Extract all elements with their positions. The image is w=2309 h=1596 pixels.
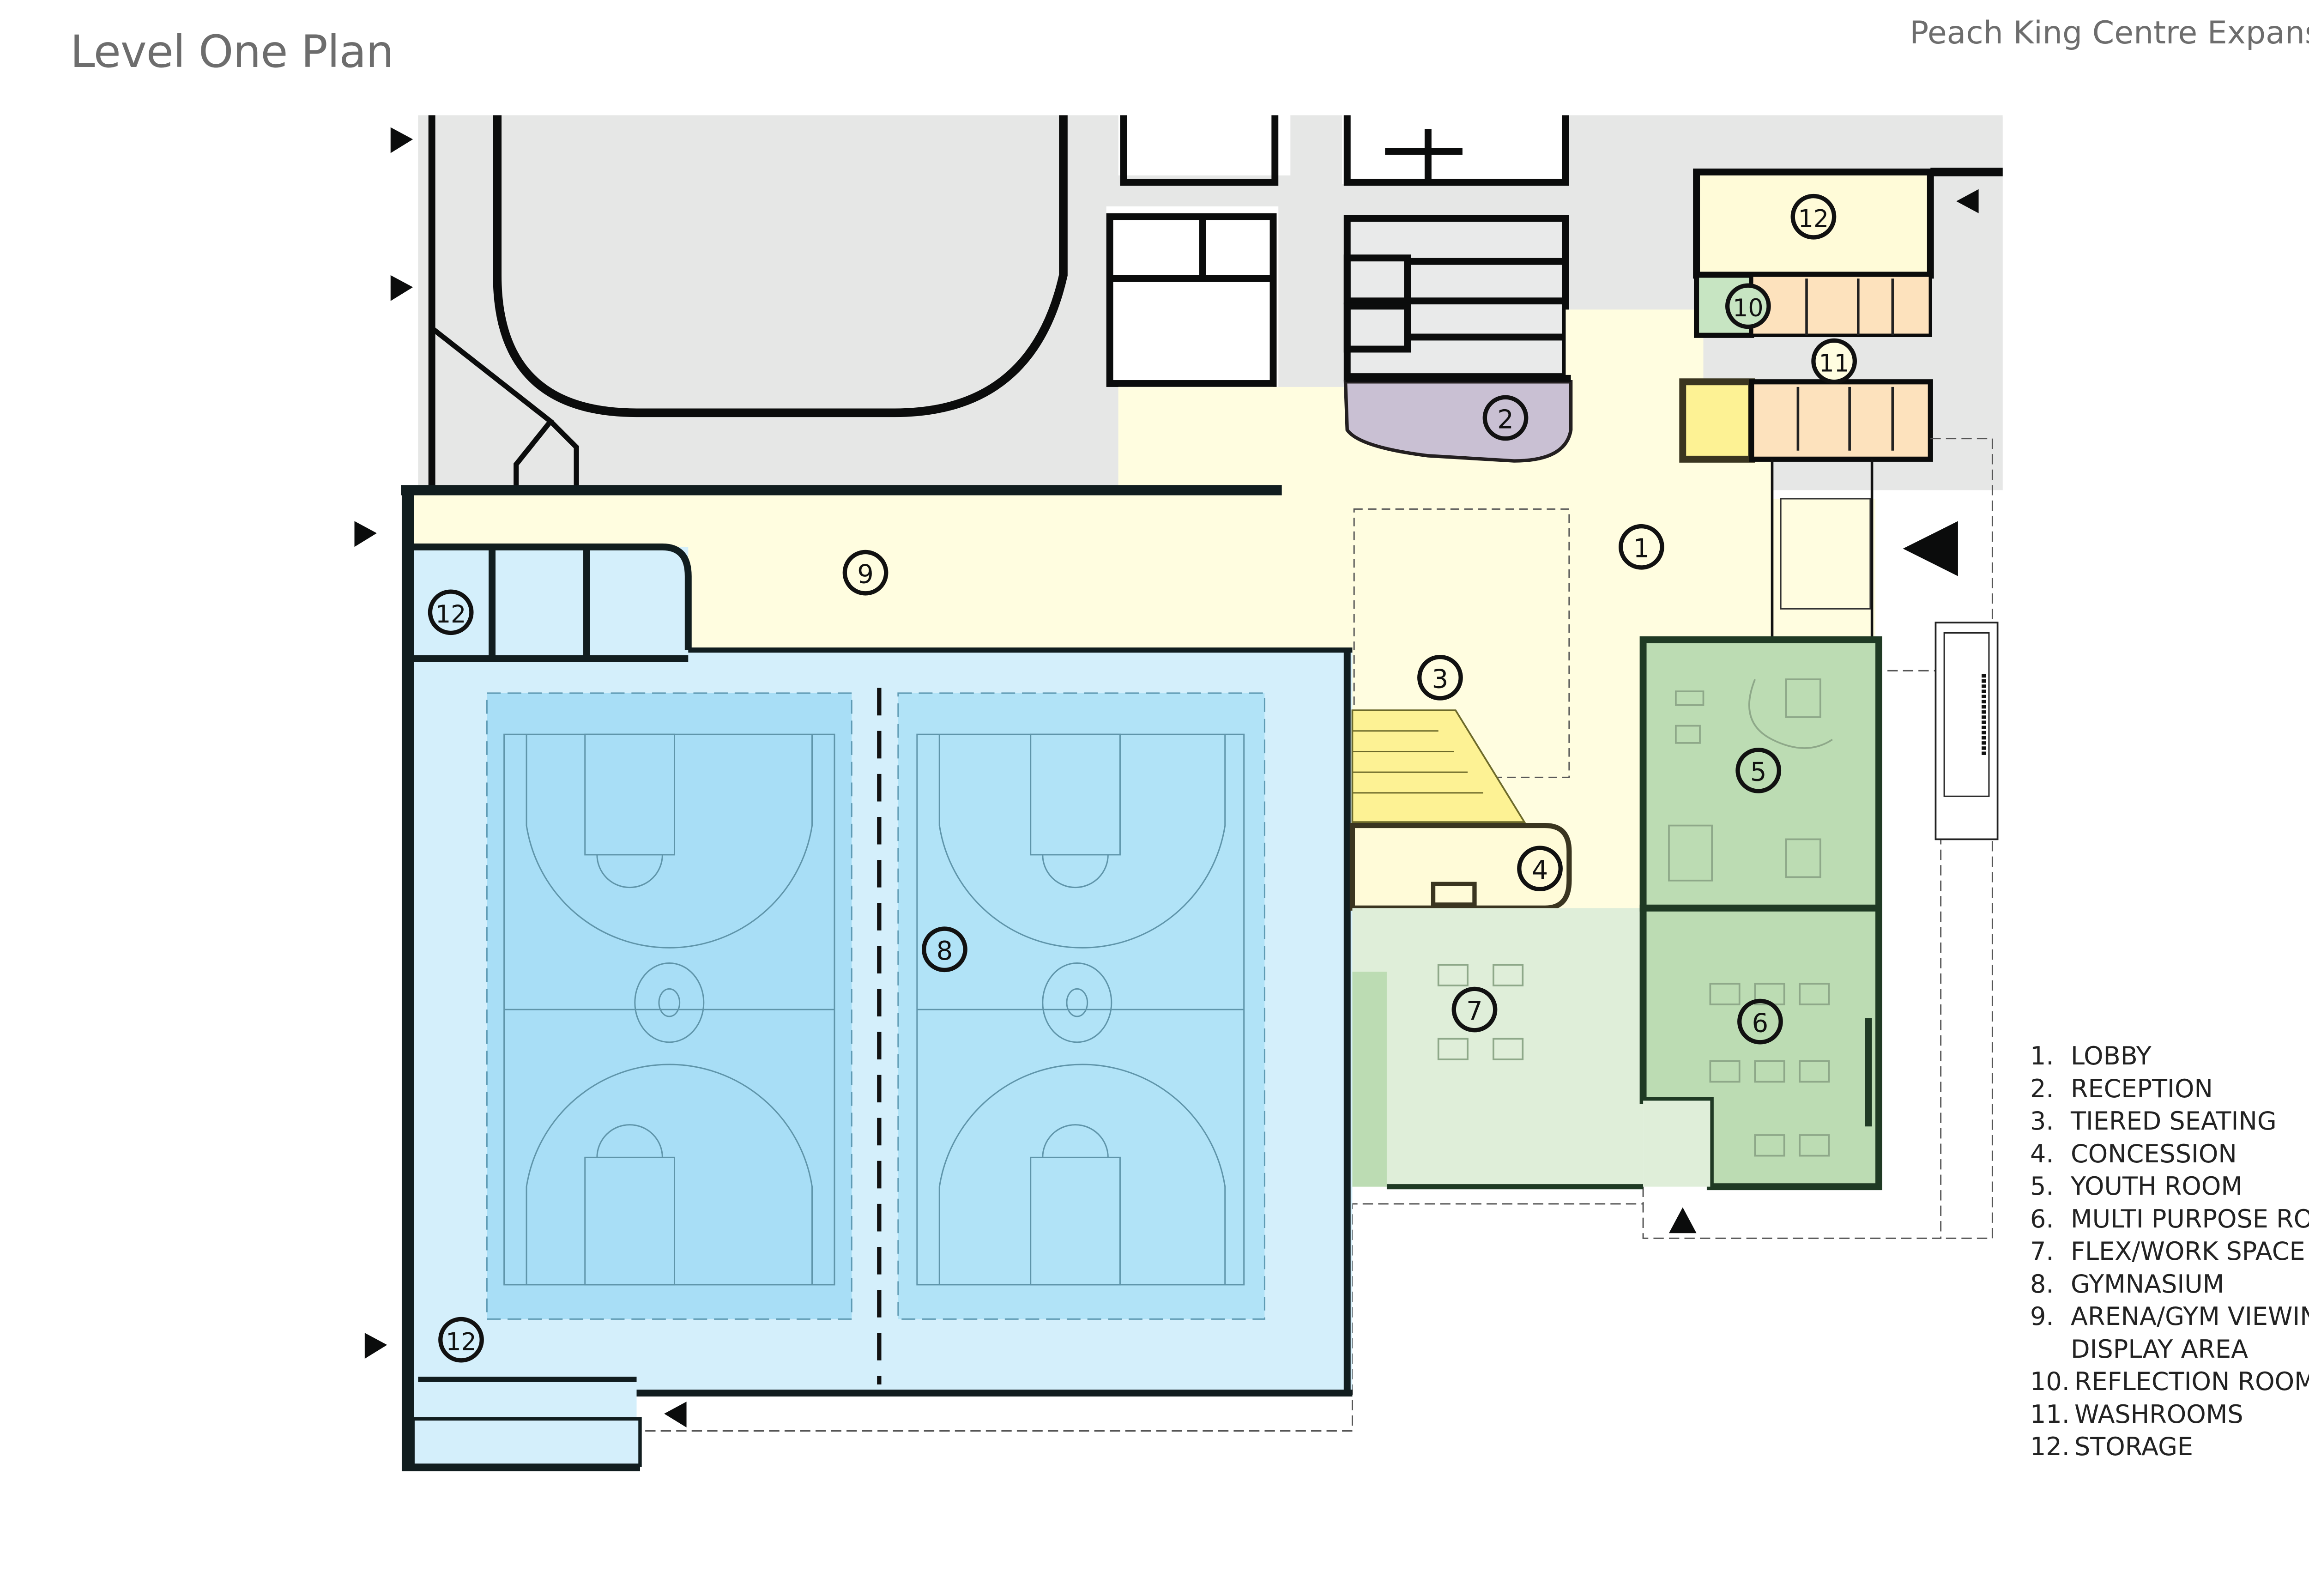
- svg-text:8: 8: [937, 936, 953, 966]
- svg-text:12: 12: [435, 601, 466, 629]
- project-info: Peach King Centre Expansion and Renovati…: [1910, 13, 2309, 94]
- existing-rooms: [1106, 115, 1569, 387]
- room-tag-5: 5: [1735, 748, 1782, 793]
- entrance-arrow-arena-upper: [390, 127, 413, 153]
- room-tag-3: 3: [1417, 654, 1463, 701]
- svg-text:9: 9: [857, 559, 874, 589]
- room-tag-7: 7: [1451, 986, 1498, 1033]
- room-tags: 1 2 3 4 5 6 7 8 9 10 11 12 12 12: [428, 193, 1857, 1363]
- concession: [1349, 823, 1572, 911]
- project-name: Peach King Centre Expansion and Renovati…: [1910, 15, 2309, 51]
- legend-item: 2.RECEPTION: [2030, 1074, 2213, 1103]
- legend-item: 12.STORAGE: [2030, 1432, 2194, 1461]
- room-tag-9: 9: [842, 550, 889, 596]
- entrance-arrow-multipurpose: [1668, 1207, 1697, 1233]
- room-tag-2: 2: [1482, 395, 1529, 441]
- legend-item: 10.REFLECTION ROOM: [2030, 1367, 2309, 1396]
- svg-text:12: 12: [446, 1328, 476, 1356]
- svg-text:11: 11: [1819, 350, 1849, 377]
- room-tag-12-sw: 12: [438, 1317, 484, 1363]
- room-legend: 1.LOBBY 2.RECEPTION 3.TIERED SEATING 4.C…: [2030, 1040, 2309, 1463]
- svg-text:1: 1: [1633, 534, 1650, 564]
- arena-ramp: [428, 325, 579, 490]
- room-tag-12-ne: 12: [1790, 193, 1837, 240]
- svg-text:5: 5: [1750, 757, 1767, 787]
- room-tag-12-nw: 12: [428, 589, 474, 635]
- youth-room: [1639, 636, 1882, 912]
- room-tag-1: 1: [1618, 524, 1664, 570]
- room-tag-11: 11: [1811, 338, 1857, 384]
- entrance-arrows: [354, 127, 1979, 1428]
- room-tag-8: 8: [922, 926, 967, 973]
- bike-rack: [1934, 622, 1999, 840]
- legend-item: 8.GYMNASIUM: [2030, 1269, 2224, 1299]
- washroom-block: [1679, 168, 2003, 463]
- arena-rink: [493, 115, 1068, 417]
- legend-item: 6.MULTI PURPOSE ROOM: [2030, 1204, 2309, 1233]
- svg-text:2: 2: [1497, 405, 1514, 435]
- svg-text:7: 7: [1466, 996, 1483, 1026]
- legend-item: 3.TIERED SEATING: [2030, 1106, 2277, 1136]
- entrance-arrow-arena-lower: [390, 275, 413, 301]
- entrance-arrow-storage: [1956, 189, 1979, 213]
- flex-work-space: [1352, 908, 1644, 1190]
- entrance-arrow-main: [1903, 521, 1958, 576]
- svg-text:4: 4: [1532, 855, 1548, 885]
- page-title: Level One Plan: [70, 26, 394, 78]
- svg-text:10: 10: [1733, 295, 1763, 322]
- tiered-seating-zone: [1353, 508, 1570, 778]
- furniture: [1437, 678, 1833, 1157]
- svg-text:3: 3: [1432, 665, 1449, 695]
- svg-text:6: 6: [1752, 1008, 1769, 1038]
- legend-item: 1.LOBBY: [2030, 1041, 2152, 1070]
- canopy-outline-east: [1930, 438, 1993, 1239]
- legend-item: 5.YOUTH ROOM: [2030, 1172, 2243, 1201]
- entrance-arrow-viewing: [354, 521, 377, 547]
- multi-purpose-room: [1639, 904, 1882, 1191]
- svg-text:12: 12: [1798, 206, 1829, 233]
- canopy-outline-south: [1642, 670, 1942, 1239]
- room-tag-4: 4: [1517, 846, 1563, 892]
- room-tag-10: 10: [1725, 283, 1771, 329]
- gymnasium: [401, 485, 1353, 1471]
- entrance-arrow-gym-sw: [364, 1333, 387, 1359]
- legend-item: 4.CONCESSION: [2030, 1139, 2237, 1168]
- legend-item: 9.ARENA/GYM VIEWING &: [2030, 1302, 2309, 1331]
- vestibule: [1780, 498, 1871, 610]
- legend-item: 11.WASHROOMS: [2030, 1399, 2243, 1429]
- entrance-arrow-gym-south: [664, 1402, 687, 1428]
- tiered-seating: [1351, 709, 1526, 823]
- legend-item-continuation: DISPLAY AREA: [2071, 1334, 2249, 1364]
- room-tag-6: 6: [1737, 998, 1783, 1045]
- legend-item: 7.FLEX/WORK SPACE: [2030, 1237, 2305, 1266]
